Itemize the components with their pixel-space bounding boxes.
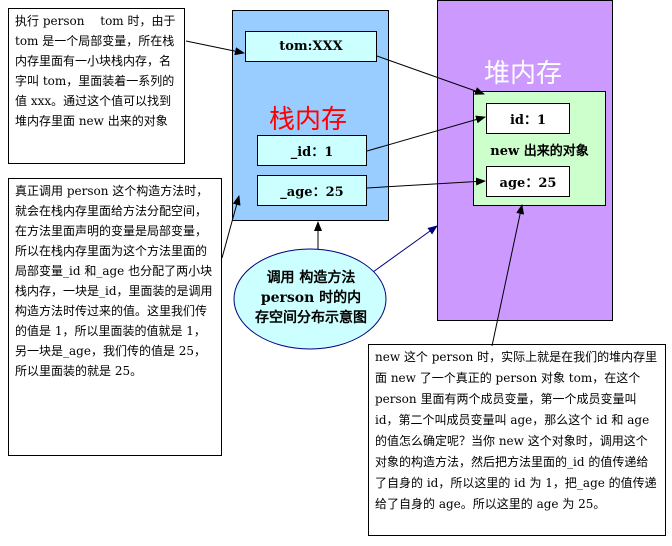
arrow-note-to-tom bbox=[185, 40, 245, 56]
heap-cell-id: id：1 bbox=[486, 103, 570, 134]
note-left: 真正调用 person 这个构造方法时，就会在栈内存里面给方法分配空间，在方法里… bbox=[8, 178, 222, 456]
arrow-note-to-heap-object bbox=[491, 204, 525, 347]
caption-text: 调用 构造方法 person 时的内存空间分布示意图 bbox=[255, 270, 367, 326]
arrow-id-to-heap-id bbox=[366, 115, 486, 152]
note-top-left: 执行 person tom 时，由于 tom 是一个局部变量，所在栈内存里面有一… bbox=[8, 8, 185, 164]
arrow-note-to-stack bbox=[221, 195, 241, 259]
heap-object-label: new 出来的对象 bbox=[490, 144, 589, 159]
arrow-age-to-heap-age bbox=[366, 177, 486, 189]
heap-cell-age: age：25 bbox=[486, 166, 570, 197]
stack-cell-age: _age：25 bbox=[257, 175, 367, 206]
note-bottom-right: new 这个 person 时，实际上就是在我们的堆内存里面 new 了一个真正… bbox=[368, 344, 666, 536]
arrow-tom-to-object bbox=[376, 55, 485, 95]
caption-ellipse bbox=[233, 248, 387, 350]
stack-cell-tom: tom:XXX bbox=[245, 31, 377, 62]
stack-title: 栈内存 bbox=[269, 105, 348, 135]
arrow-ellipse-to-heap bbox=[372, 225, 438, 273]
stack-cell-id: _id：1 bbox=[257, 135, 367, 166]
heap-title: 堆内存 bbox=[484, 59, 563, 89]
